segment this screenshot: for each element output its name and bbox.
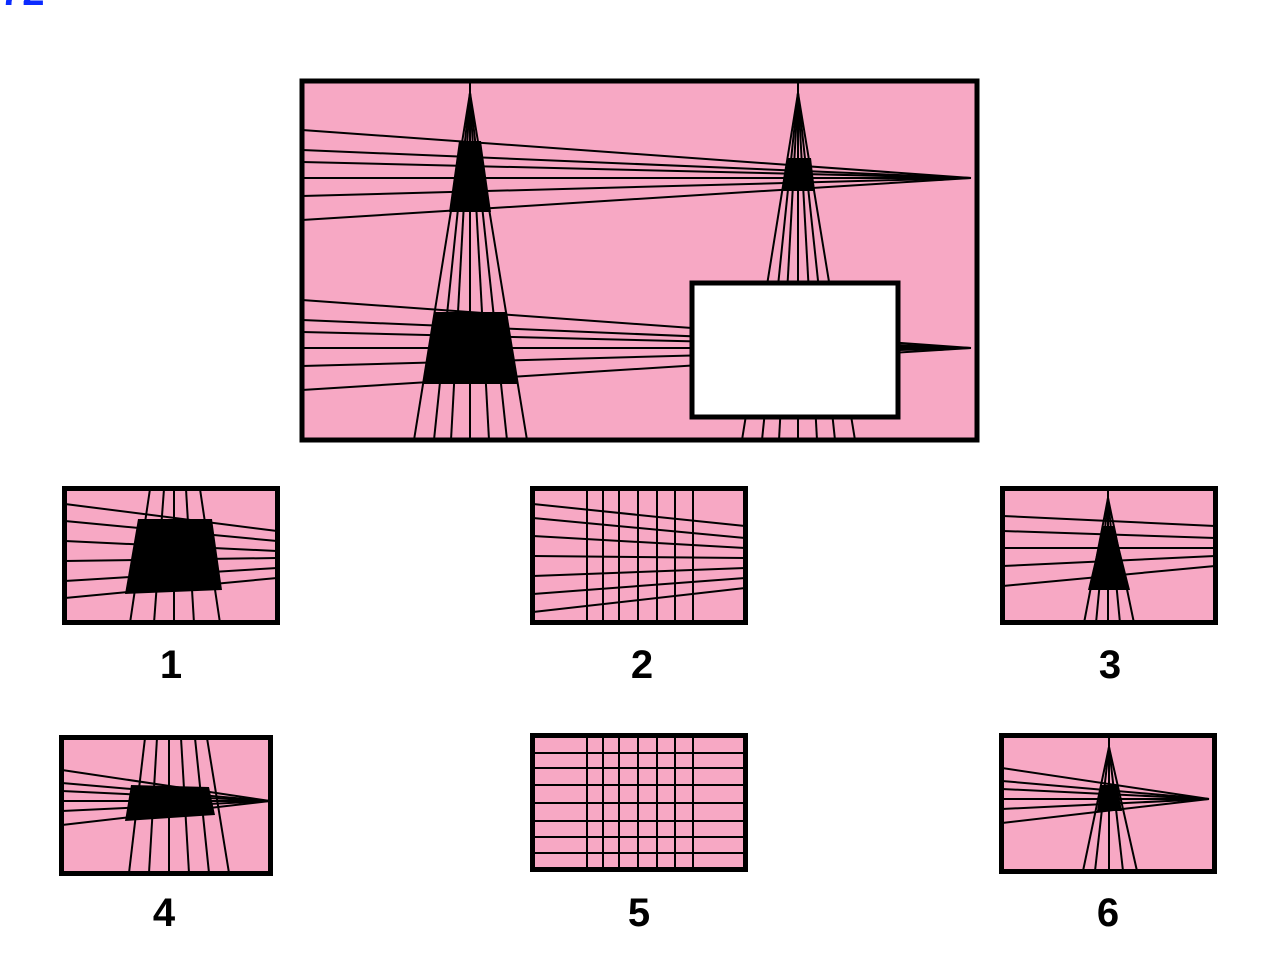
main-black-cells xyxy=(423,141,971,384)
option-1-label: 1 xyxy=(159,643,183,687)
option-5-label: 5 xyxy=(627,891,651,935)
option-6-label: 6 xyxy=(1096,891,1120,935)
missing-piece xyxy=(689,280,901,420)
option-4-figure[interactable] xyxy=(59,735,273,876)
option-5-figure[interactable] xyxy=(530,733,748,872)
option-3-figure[interactable] xyxy=(1000,486,1218,625)
option-4-label: 4 xyxy=(152,891,176,935)
option-1-figure[interactable] xyxy=(62,486,280,625)
puzzle-number: 72 xyxy=(0,0,45,15)
option-2-figure[interactable] xyxy=(530,486,748,625)
main-figure xyxy=(299,78,980,443)
option-2-label: 2 xyxy=(630,643,654,687)
option-3-label: 3 xyxy=(1098,643,1122,687)
option-6-figure[interactable] xyxy=(999,733,1217,874)
